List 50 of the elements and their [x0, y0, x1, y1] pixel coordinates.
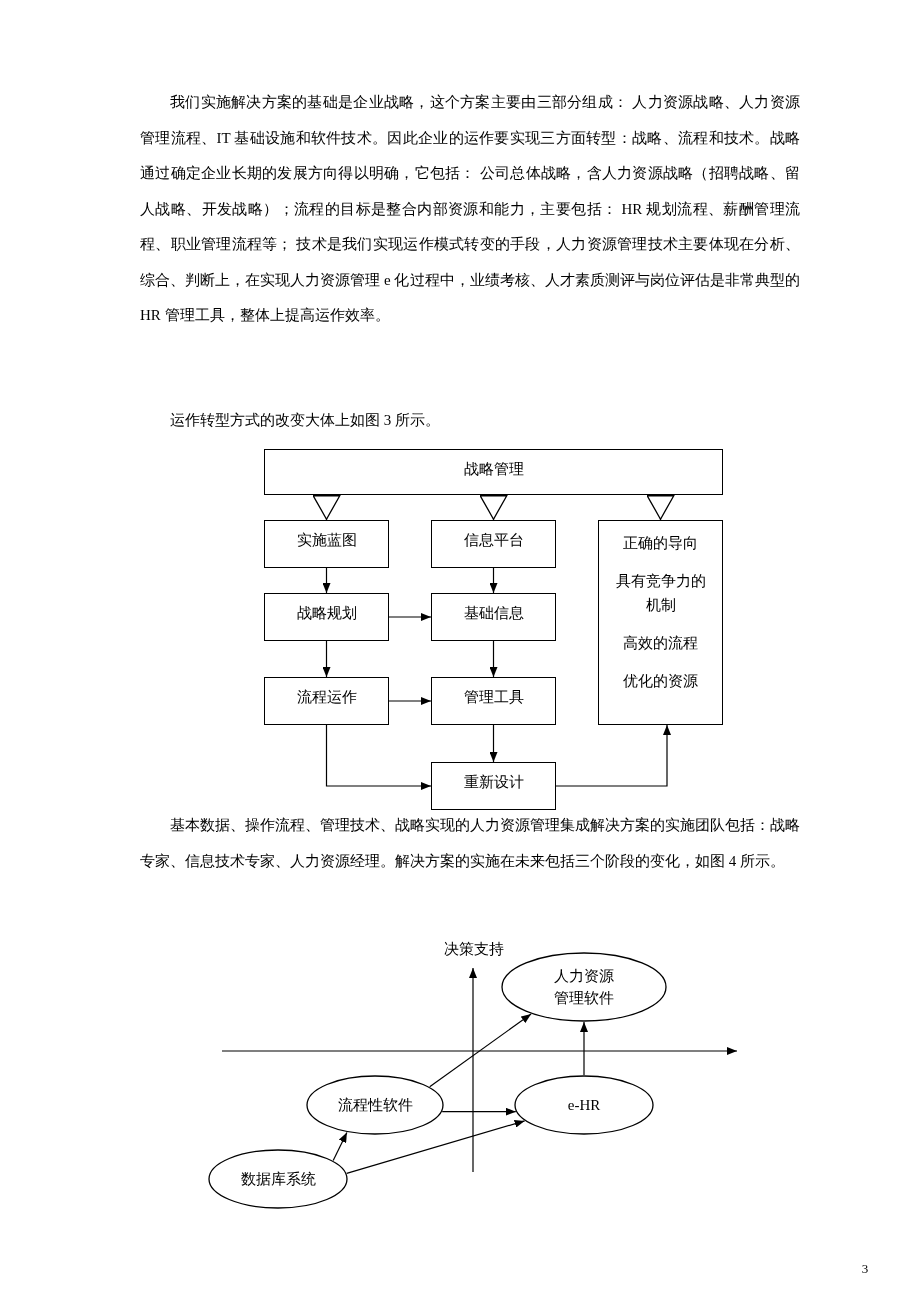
ellipse-node — [208, 1149, 348, 1209]
paragraph: 我们实施解决方案的基础是企业战略，这个方案主要由三部分组成： 人力资源战略、人力资源管理流程、IT 基础设施和软件技术。因此企业的运作要实现三方面转型：战略、流程和技术。战略通过确定企业长期的发展方向得以明确，它包括： 公司总体战略，含人力资源战略（招聘战略、留人战略、开发战略）；流程的目标是整合内部资源和能力，主要包括： HR 规划流程、薪酬管理流程、职业管理流程等； 技术是我们实现运作模式转变的手段，人力资源管理技术主要体现在分析、综合、判断上，在实现人力资源管理 e 化过程中，业绩考核、人才素质测评与岗位评估是非常典型的 HR 管理工具，整体上提高运作效率。 — [140, 93, 800, 325]
node-text: 战略规划 — [295, 604, 358, 623]
node-text: 重新设计 — [462, 773, 525, 792]
node-text: 流程性软件 — [337, 1096, 413, 1115]
node-text: 实施蓝图 — [295, 531, 358, 550]
node-text: 信息平台 — [462, 531, 525, 550]
process-box — [264, 449, 723, 495]
arrow — [489, 640, 498, 678]
node-text: 流程运作 — [295, 688, 358, 707]
arrow — [322, 567, 331, 594]
arrow — [322, 640, 331, 678]
figure-reference: 运作转型方式的改变大体上如图 3 所示。 — [169, 411, 441, 430]
node-text: 数据库系统 — [240, 1170, 316, 1189]
node-text: e-HR — [567, 1096, 601, 1115]
arrow — [555, 724, 671, 787]
page-number: 3 — [860, 1261, 870, 1277]
node-text: 正确的导向 — [622, 534, 699, 553]
arrow — [332, 1131, 348, 1162]
triangle-connector — [646, 494, 675, 521]
node-text: 优化的资源 — [622, 672, 699, 691]
arrow — [346, 1119, 526, 1174]
node-text: 管理工具 — [462, 688, 525, 707]
arrow — [429, 1013, 532, 1088]
arrow — [580, 1021, 588, 1076]
triangle-connector — [312, 494, 341, 521]
ellipse-node — [306, 1075, 444, 1135]
arrow — [388, 613, 432, 621]
process-box — [431, 593, 556, 641]
arrow — [489, 724, 498, 763]
node-text: 高效的流程 — [622, 634, 699, 653]
arrow — [441, 1107, 517, 1116]
arrow — [388, 697, 432, 705]
process-box — [598, 520, 723, 725]
ellipse-node — [514, 1075, 654, 1135]
node-text: 人力资源管理软件 — [553, 967, 615, 1008]
arrow — [325, 724, 432, 790]
node-text: 战略管理 — [462, 460, 525, 479]
process-box — [264, 593, 389, 641]
process-box — [431, 520, 556, 568]
triangle-connector — [479, 494, 508, 521]
paragraph: 基本数据、操作流程、管理技术、战略实现的人力资源管理集成解决方案的实施团队包括：战略专家、信息技术专家、人力资源经理。解决方案的实施在未来包括三个阶段的变化，如图 4 所示。 — [140, 816, 800, 871]
axis-label: 决策支持 — [443, 940, 505, 959]
process-box — [431, 762, 556, 810]
process-box — [264, 677, 389, 725]
process-box — [431, 677, 556, 725]
node-text: 基础信息 — [462, 604, 525, 623]
process-box — [264, 520, 389, 568]
arrow — [489, 567, 498, 594]
node-text: 具有竞争力的机制 — [614, 572, 707, 615]
